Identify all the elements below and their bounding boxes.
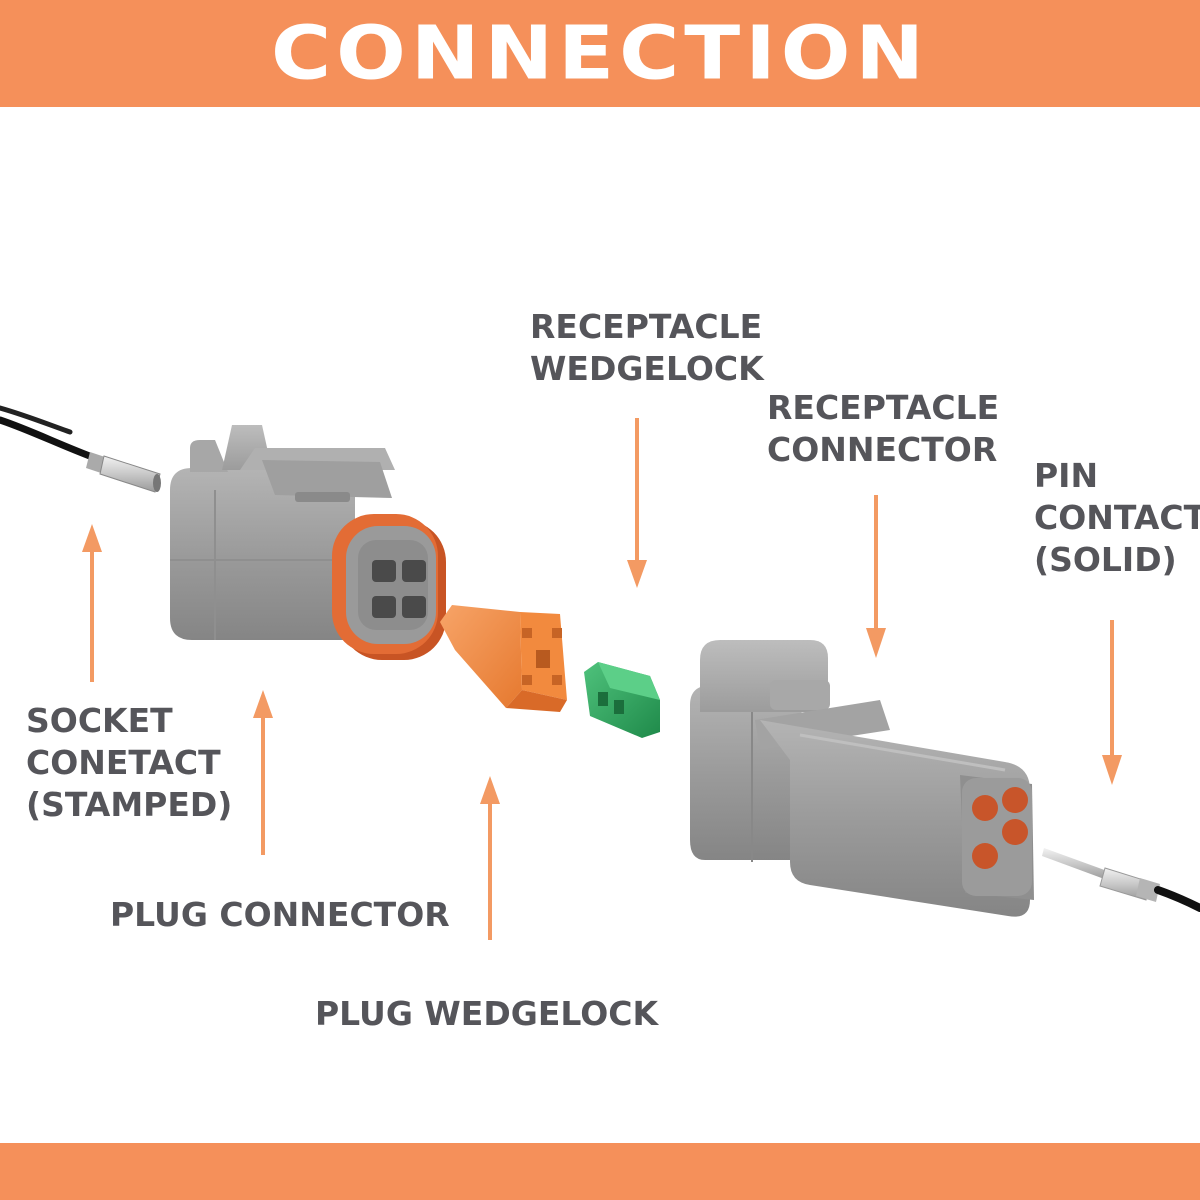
plug-wedgelock-illustration xyxy=(440,605,567,712)
arrow-pin-contact xyxy=(1102,620,1122,785)
receptacle-wedgelock-illustration xyxy=(584,662,660,738)
plug-connector-illustration xyxy=(170,425,446,660)
footer-bar xyxy=(0,1143,1200,1200)
receptacle-connector-illustration xyxy=(690,640,1034,917)
label-receptacle-wedgelock: RECEPTACLE WEDGELOCK xyxy=(530,307,764,388)
socket-contact-illustration xyxy=(0,405,161,493)
arrow-plug-wedgelock xyxy=(480,776,500,940)
label-socket-contact: SOCKET CONETACT (STAMPED) xyxy=(26,701,233,824)
label-receptacle-connector: RECEPTACLE CONNECTOR xyxy=(767,388,1000,469)
arrows xyxy=(82,418,1122,940)
pin-contact-illustration xyxy=(1042,848,1200,912)
label-pin-contact: PIN CONTACT (SOLID) xyxy=(1034,456,1200,579)
label-plug-connector: PLUG CONNECTOR xyxy=(110,895,450,934)
arrow-plug-connector xyxy=(253,690,273,855)
arrow-socket-contact xyxy=(82,524,102,682)
arrow-receptacle-wedgelock xyxy=(627,418,647,588)
label-plug-wedgelock: PLUG WEDGELOCK xyxy=(315,994,659,1033)
page-title: CONNECTION xyxy=(270,10,930,97)
header-banner: CONNECTION xyxy=(0,0,1200,107)
arrow-receptacle-connector xyxy=(866,495,886,658)
